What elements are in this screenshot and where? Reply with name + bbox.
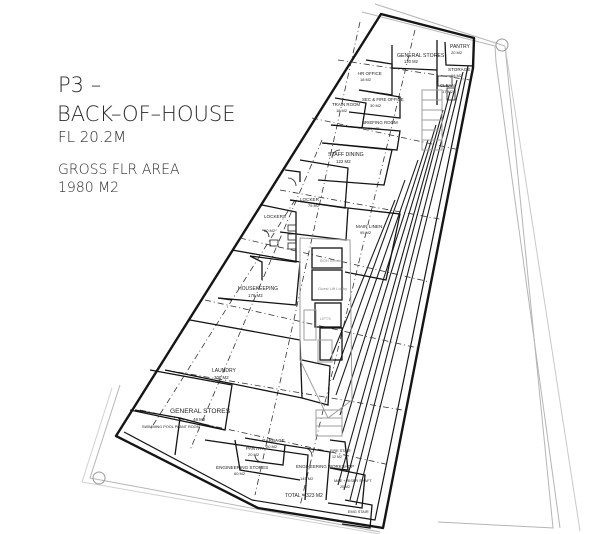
label-staff-dining-area: 122 M2 [336, 159, 351, 164]
label-corridor-service: BOH Service [320, 258, 344, 263]
label-security-office-area: 30 M2 [370, 103, 382, 108]
label-fire-stair: FIRE STAIR [330, 449, 351, 453]
title-level: P3 – [58, 73, 101, 97]
label-housekeeping-area: 176 M2 [248, 293, 263, 298]
label-laundry-area: 300 M2 [214, 375, 229, 380]
label-general-stores-top: GENERAL STORES [397, 53, 445, 59]
label-lockers-male: LOCKER [300, 197, 320, 202]
label-security-office: SEC & FIRE OFFICE [362, 97, 404, 102]
label-pantry-top: PANTRY [450, 44, 470, 50]
label-clean-top: CLEAN [440, 83, 455, 88]
label-mechanical-area: 20 M2 [340, 485, 350, 489]
label-mechanical: M&E + RISER SHAFT [334, 479, 372, 483]
room-partitions [129, 40, 475, 529]
label-hr-office: HR OFFICE [358, 71, 382, 76]
label-garbage-area: 20 M2 [266, 444, 278, 449]
site-boundary [81, 3, 581, 534]
label-training: TRAIN ROOM [332, 102, 360, 107]
label-lockers-female-area: 80 M2 [264, 228, 276, 233]
label-general-stores-bottom-area: 48 M2 [193, 417, 206, 422]
label-briefing-room-area: 40 M2 [368, 126, 380, 131]
label-emergency-stair: EMG STAIR [348, 510, 369, 514]
ramp-lines [329, 71, 464, 506]
label-storage-top-area: 18 M2 [451, 73, 463, 78]
label-training-area: 18 M2 [336, 108, 348, 113]
label-pantry-top-area: 20 M2 [451, 50, 463, 55]
label-briefing-room: BRIEFING ROOM [362, 120, 398, 125]
title-name: BACK–OF–HOUSE [57, 102, 235, 126]
title-floor-level: FL 20.2M [58, 128, 126, 146]
label-lockers-female: LOCKERS [264, 214, 286, 219]
label-housekeeping: HOUSEKEEPING [238, 286, 278, 292]
title-block: P3 – BACK–OF–HOUSE FL 20.2M GROSS FLR AR… [57, 73, 235, 196]
label-fire-stair-area: 12 M2 [332, 455, 342, 459]
label-general-stores-top-area: 120 M2 [404, 59, 419, 64]
label-lifts: LIFTS [320, 316, 331, 321]
title-area-label: GROSS FLR AREA [58, 162, 180, 178]
label-pantry-bottom-area: 20 M2 [248, 452, 260, 457]
label-engineering-stores: ENGINEERING STORES [216, 465, 268, 470]
structural-grid [139, 21, 471, 507]
label-pool-plant: SWIMMING POOL PLANT ROOM [142, 425, 200, 429]
room-labels: GENERAL STORES 120 M2 PANTRY 20 M2 STORA… [142, 44, 470, 514]
label-engineering-workshop-area: 145 M2 [300, 476, 314, 481]
label-total: TOTAL = 323 M2 [285, 493, 323, 499]
label-main-linen: MAIN LINEN [356, 224, 382, 229]
title-area-value: 1980 M2 [58, 180, 119, 196]
building-outline [114, 12, 476, 530]
label-engineering-workshop: ENGINEERING WORKSHOP [296, 464, 354, 469]
label-pantry-bottom: PANTRY [246, 446, 264, 451]
label-general-stores-bottom: GENERAL STORES [170, 408, 231, 415]
label-garbage: GARBAGE [262, 438, 285, 443]
label-lockers-male-area: 75 M2 [308, 203, 320, 208]
label-engineering-stores-area: 60 M2 [234, 471, 246, 476]
label-hr-office-area: 18 M2 [360, 77, 372, 82]
label-main-linen-area: 95 M2 [360, 230, 372, 235]
label-clean-top-area: 17 M2 [442, 89, 454, 94]
service-core [299, 89, 443, 437]
label-staff-dining: STAFF DINING [328, 152, 364, 158]
label-guest-lift-lobby: Guest Lift Lobby [318, 286, 347, 291]
label-laundry: LAUNDRY [212, 368, 236, 374]
label-storage-top: STORAGE [448, 67, 470, 72]
fixtures [254, 75, 456, 463]
